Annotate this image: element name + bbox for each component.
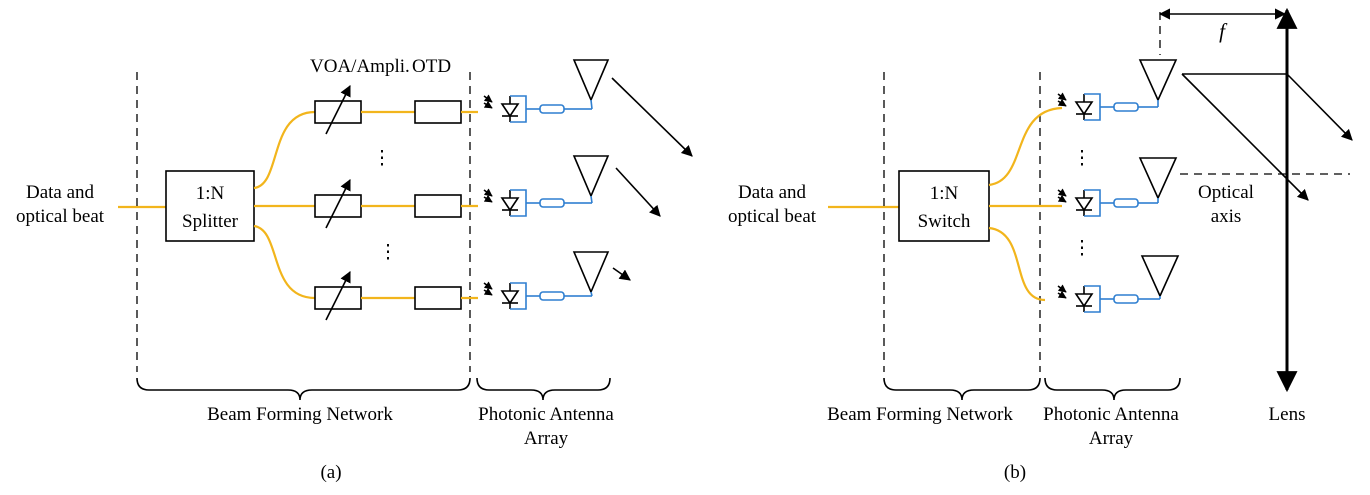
input-label-b-line1: Data and [738,182,807,203]
splitter-label-line1: 1:N [196,183,225,204]
lens-label: Lens [1269,404,1306,425]
beam-arrow-a2 [615,167,661,217]
switch-box [898,170,990,242]
input-label-b-line2: optical beat [728,206,817,227]
fiber-branch-top-b [988,106,1063,187]
otd-mid [414,194,462,218]
input-label-a-line2: optical beat [16,206,105,227]
voa-bot [314,270,362,321]
antenna-element-b1 [1058,59,1178,120]
focal-label: f [1219,19,1228,43]
switch-label-line2: Switch [918,211,971,232]
voa-mid [314,178,362,229]
bfn-label-b: Beam Forming Network [827,404,1013,425]
fiber-branch-top-a [253,110,316,190]
otd-top [414,100,462,124]
bfn-label-a: Beam Forming Network [207,404,393,425]
bfn-brace-a [136,377,471,401]
fiber-branch-bot-a [253,224,316,300]
panel-b: Data and optical beat 1:N Switch ⋮ ⋮ [728,7,1353,483]
input-label-a-line1: Data and [26,182,95,203]
caption-b: (b) [1004,462,1026,483]
voa-label: VOA/Ampli. [310,56,410,77]
caption-a: (a) [320,462,341,483]
paa-label-a-line1: Photonic Antenna [478,404,614,425]
ray-top-refracted [1286,73,1353,141]
bfn-brace-b [883,377,1041,401]
optical-axis-label-line2: axis [1211,206,1242,227]
vdots-a-1: ⋮ [373,148,392,169]
paa-brace-b [1044,377,1181,401]
antenna-element-b2 [1058,157,1178,216]
otd-bot [414,286,462,310]
voa-top [314,84,362,135]
beam-arrow-a3 [612,267,631,281]
antenna-element-b3 [1058,255,1180,312]
vdots-b-1: ⋮ [1073,148,1092,169]
antenna-element-a1 [484,59,693,157]
otd-label: OTD [412,56,451,77]
antenna-element-a3 [484,251,631,309]
beam-arrow-a1 [611,77,693,157]
ray-chief [1181,73,1309,201]
vdots-a-2: ⋮ [379,242,398,263]
paa-label-b-line1: Photonic Antenna [1043,404,1179,425]
panel-a: Data and optical beat 1:N Splitter VOA/A… [16,56,693,483]
switch-label-line1: 1:N [930,183,959,204]
fiber-branch-bot-b [988,226,1046,302]
antenna-element-a2 [484,155,661,217]
paa-label-b-line2: Array [1089,428,1134,449]
splitter-label-line2: Splitter [182,211,239,232]
paa-brace-a [476,377,611,401]
vdots-b-2: ⋮ [1073,238,1092,259]
optical-axis-label-line1: Optical [1198,182,1254,203]
paa-label-a-line2: Array [524,428,569,449]
